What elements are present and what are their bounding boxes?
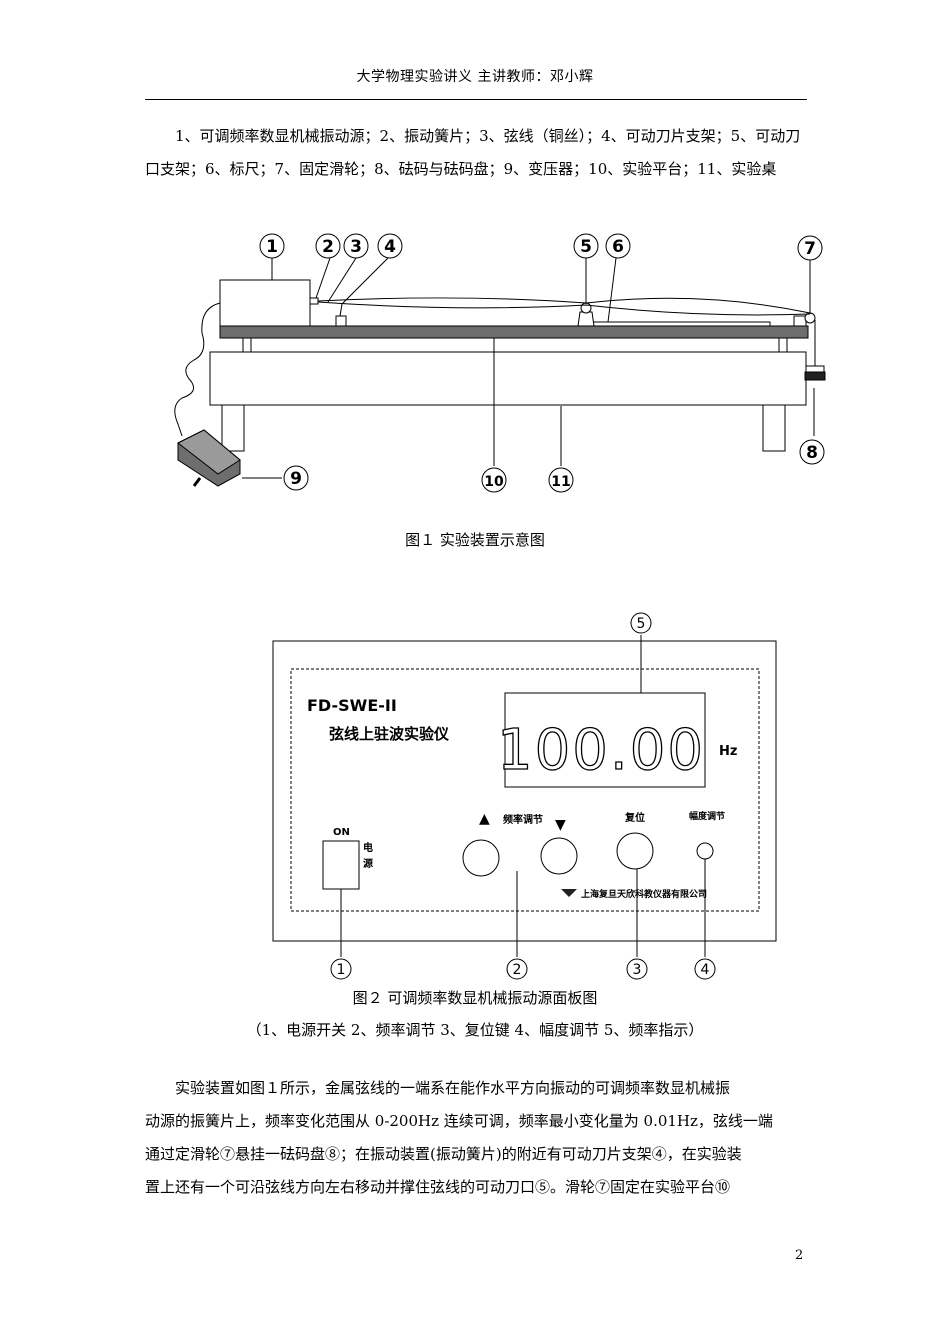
label-3: 3 (626, 958, 648, 980)
label-text: 3 (633, 962, 642, 978)
pulley-block (793, 315, 807, 327)
reset-label: 复位 (624, 811, 645, 824)
on-label: ON (333, 827, 350, 838)
scale-ruler (589, 321, 771, 327)
label-text: 4 (701, 962, 710, 978)
power-label: 电 (363, 841, 373, 854)
label-1: 1 (259, 233, 285, 259)
body-line: 实验装置如图１所示，金属弦线的一端系在能作水平方向振动的可调频率数显机械振 (175, 1079, 731, 1097)
label-2: 2 (315, 233, 341, 259)
freq-up-knob (462, 839, 500, 877)
label-text: 10 (484, 474, 504, 490)
platform-foot-left (242, 337, 252, 353)
reset-button (616, 832, 654, 870)
label-9: 9 (283, 465, 309, 491)
figure1-caption: 图１ 实验装置示意图 (405, 531, 545, 549)
label-2: 2 (506, 958, 528, 980)
knife-edge-support (577, 311, 595, 327)
body-paragraph: 实验装置如图１所示，金属弦线的一端系在能作水平方向振动的可调频率数显机械振 动源… (145, 1072, 807, 1204)
label-5: 5 (573, 233, 599, 259)
frequency-readout: 100.00 (497, 718, 705, 783)
string-wire (317, 301, 811, 316)
figure2-subcaption: （1、电源开关 2、频率调节 3、复位键 4、幅度调节 5、频率指示） (246, 1021, 704, 1039)
freq-down-knob (540, 837, 578, 875)
platform-foot-right (778, 337, 788, 353)
unit-label: Hz (719, 744, 737, 759)
label-text: 1 (266, 237, 278, 257)
legend-line: 1、可调频率数显机械振动源；2、振动簧片；3、弦线（铜丝）；4、可动刀片支架；5… (175, 127, 801, 145)
experiment-table (209, 351, 807, 406)
label-11: 11 (548, 467, 574, 493)
amplitude-knob (696, 842, 714, 860)
label-text: 2 (513, 962, 522, 978)
page-header: 大学物理实验讲义 主讲教师：邓小辉 (356, 69, 594, 85)
amplitude-label: 幅度调节 (689, 810, 725, 822)
label-4: 4 (377, 233, 403, 259)
label-4: 4 (694, 958, 716, 980)
label-text: 4 (384, 237, 396, 257)
label-text: 5 (580, 237, 592, 257)
label-text: 5 (637, 616, 646, 632)
transformer-plug (192, 477, 202, 487)
label-text: 3 (350, 237, 362, 257)
figure2-caption: 图２ 可调频率数显机械振动源面板图 (352, 989, 598, 1007)
power-cable (174, 302, 221, 437)
label-text: 6 (612, 237, 624, 257)
page-number: 2 (795, 1248, 804, 1263)
leader-line (242, 257, 815, 479)
power-switch (322, 840, 360, 890)
header-rule (145, 99, 807, 100)
body-line: 置上还有一个可沿弦线方向左右移动并撑住弦线的可动刀口⑤。滑轮⑦固定在实验平台⑩ (145, 1178, 731, 1196)
label-8: 8 (799, 439, 825, 465)
label-6: 6 (605, 233, 631, 259)
body-line: 动源的振簧片上，频率变化范围从 0-200Hz 连续可调，频率最小变化量为 0.… (145, 1112, 773, 1130)
vibration-source (219, 279, 311, 327)
weight-block (804, 371, 826, 381)
label-3: 3 (343, 233, 369, 259)
label-text: 8 (806, 443, 818, 463)
label-1: 1 (330, 958, 352, 980)
freq-adjust-label: 频率调节 (503, 813, 543, 826)
blade-support (335, 303, 347, 326)
label-text: 9 (290, 469, 302, 489)
power-label: 源 (363, 857, 373, 870)
table-leg-right (762, 404, 786, 452)
model-name: FD-SWE-II (307, 696, 397, 715)
legend-paragraph: 1、可调频率数显机械振动源；2、振动簧片；3、弦线（铜丝）；4、可动刀片支架；5… (145, 120, 807, 186)
string-wire (317, 297, 811, 314)
up-arrow-icon: ▲ (479, 811, 490, 827)
label-5: 5 (630, 612, 652, 634)
label-text: 2 (322, 237, 334, 257)
weight-pan (805, 365, 825, 373)
experiment-platform (219, 325, 809, 339)
body-line: 通过定滑轮⑦悬挂一砝码盘⑧；在振动装置(振动簧片)的附近有可动刀片支架④，在实验… (145, 1145, 742, 1163)
label-7: 7 (797, 235, 823, 261)
panel-frame (272, 640, 777, 942)
down-arrow-icon: ▼ (555, 817, 566, 833)
label-text: 11 (551, 474, 570, 490)
frequency-display (504, 692, 706, 788)
apparatus-diagram: 1 2 3 4 5 6 7 8 9 10 11 (174, 233, 826, 493)
label-text: 1 (337, 962, 346, 978)
legend-line: 口支架；6、标尺；7、固定滑轮；8、砝码与砝码盘；9、变压器；10、实验平台；1… (145, 160, 777, 178)
vibrating-reed (309, 297, 319, 305)
panel-diagram: FD-SWE-II 弦线上驻波实验仪 100.00 Hz ON 电 源 ▲ 频率… (272, 612, 777, 980)
instrument-name: 弦线上驻波实验仪 (329, 725, 450, 743)
label-text: 7 (804, 239, 816, 259)
label-10: 10 (481, 467, 507, 493)
company-name: 上海复旦天欣科教仪器有限公司 (581, 888, 707, 900)
table-leg-left (221, 404, 245, 452)
company-logo (561, 889, 577, 897)
leader-line (340, 635, 706, 957)
